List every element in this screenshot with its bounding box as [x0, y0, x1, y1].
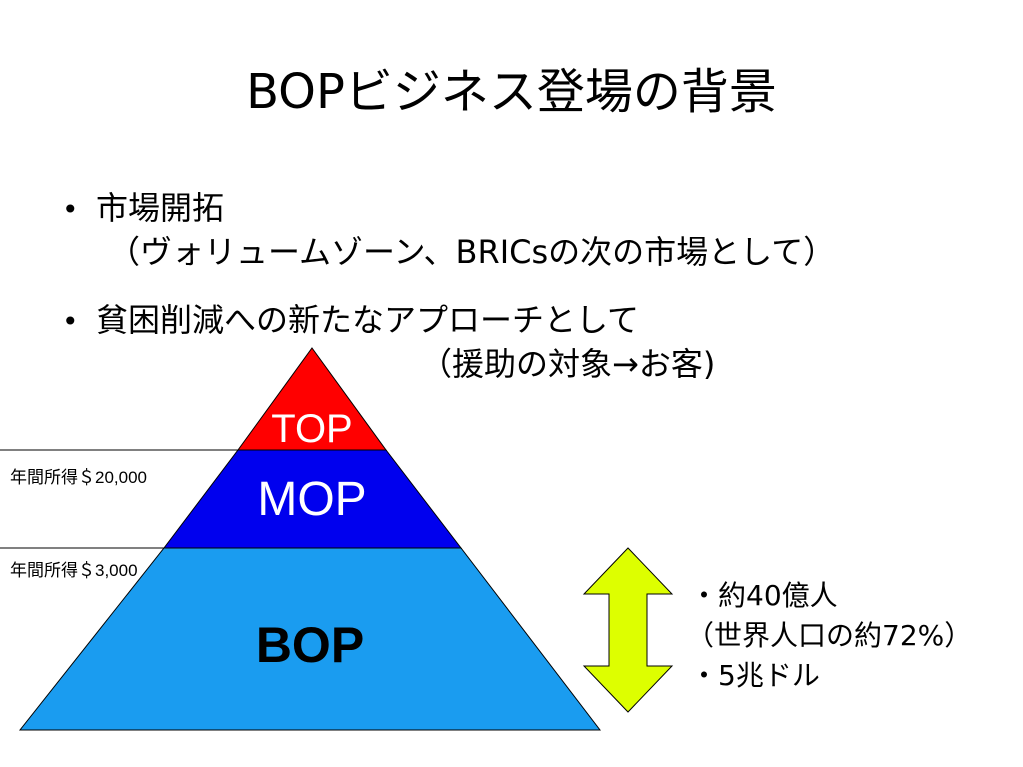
bullet-marker: • [62, 193, 79, 226]
pyramid-label-mop: MOP [257, 473, 366, 526]
bop-note-population: ・約40億人 [690, 579, 838, 612]
slide-title: BOPビジネス登場の背景 [246, 64, 777, 120]
bullet-market-development: 市場開拓 [96, 189, 225, 227]
bullet-marker: • [62, 305, 79, 338]
pyramid-label-top: TOP [271, 407, 353, 451]
bop-note-share: （世界人口の約72%） [686, 619, 973, 652]
pyramid-tier-top [237, 347, 387, 451]
bop-note-market-size: ・5兆ドル [690, 659, 820, 692]
pyramid-label-bop: BOP [256, 617, 364, 673]
double-headed-arrow [582, 547, 674, 713]
threshold-label-lower: 年間所得＄3,000 [10, 561, 138, 580]
bullet-poverty-reduction-detail: （援助の対象→お客) [420, 345, 716, 383]
bullet-poverty-reduction: 貧困削減への新たなアプローチとして [96, 301, 640, 339]
threshold-label-upper: 年間所得＄20,000 [10, 468, 147, 487]
bullet-market-development-detail: （ヴォリュームゾーン、BRICsの次の市場として） [108, 233, 836, 271]
